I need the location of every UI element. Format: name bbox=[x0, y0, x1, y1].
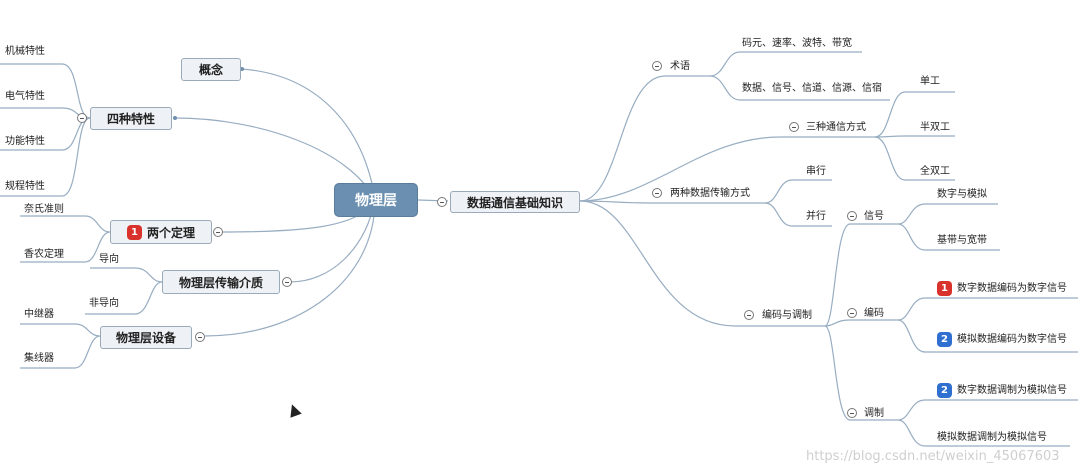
collapse-icon[interactable] bbox=[652, 188, 662, 198]
encode-analog-text: 模拟数据编码为数字信号 bbox=[957, 333, 1067, 345]
priority-one-icon: 1 bbox=[937, 281, 952, 296]
leaf-parallel[interactable]: 并行 bbox=[806, 211, 826, 222]
devices-label: 物理层设备 bbox=[115, 331, 176, 345]
leaf-electrical[interactable]: 电气特性 bbox=[5, 91, 45, 102]
collapse-icon[interactable] bbox=[195, 332, 205, 342]
concept-label: 概念 bbox=[198, 63, 223, 77]
collapse-icon[interactable] bbox=[437, 197, 447, 207]
collapse-icon[interactable] bbox=[213, 227, 223, 237]
collapse-icon[interactable] bbox=[652, 61, 662, 71]
terms-label[interactable]: 术语 bbox=[670, 61, 690, 72]
signal-label[interactable]: 信号 bbox=[864, 211, 884, 222]
root-label: 物理层 bbox=[355, 193, 397, 209]
connector-dot bbox=[173, 116, 177, 120]
data-comm-node[interactable]: 数据通信基础知识 bbox=[450, 191, 580, 213]
four-features-label: 四种特性 bbox=[106, 112, 155, 126]
transmission-label[interactable]: 两种数据传输方式 bbox=[670, 188, 750, 199]
leaf-mechanical[interactable]: 机械特性 bbox=[5, 46, 45, 57]
theorems-label: 两个定理 bbox=[146, 225, 195, 240]
collapse-icon[interactable] bbox=[744, 310, 754, 320]
leaf-terms-2[interactable]: 数据、信号、信道、信源、信宿 bbox=[742, 83, 882, 94]
modulate-digital-text: 数字数据调制为模拟信号 bbox=[957, 384, 1067, 396]
collapse-icon[interactable] bbox=[789, 122, 799, 132]
leaf-encode-analog[interactable]: 2 模拟数据编码为数字信号 bbox=[937, 332, 1067, 347]
comm-modes-label[interactable]: 三种通信方式 bbox=[806, 122, 866, 133]
leaf-encode-digital[interactable]: 1 数字数据编码为数字信号 bbox=[937, 281, 1067, 296]
media-label: 物理层传输介质 bbox=[178, 275, 263, 290]
collapse-icon[interactable] bbox=[847, 308, 857, 318]
leaf-half-duplex[interactable]: 半双工 bbox=[920, 122, 950, 133]
priority-one-icon: 1 bbox=[126, 224, 142, 240]
leaf-modulate-analog[interactable]: 模拟数据调制为模拟信号 bbox=[937, 432, 1047, 443]
leaf-nyquist[interactable]: 奈氏准则 bbox=[24, 204, 64, 215]
connector-dot bbox=[240, 67, 244, 71]
leaf-shannon[interactable]: 香农定理 bbox=[24, 249, 64, 260]
encode-digital-text: 数字数据编码为数字信号 bbox=[957, 282, 1067, 294]
leaf-simplex[interactable]: 单工 bbox=[920, 76, 940, 87]
collapse-icon[interactable] bbox=[282, 277, 292, 287]
leaf-procedural[interactable]: 规程特性 bbox=[5, 181, 45, 192]
encode-label[interactable]: 编码 bbox=[864, 308, 884, 319]
collapse-icon[interactable] bbox=[77, 113, 87, 123]
leaf-terms-1[interactable]: 码元、速率、波特、带宽 bbox=[742, 38, 852, 49]
leaf-full-duplex[interactable]: 全双工 bbox=[920, 166, 950, 177]
root-node[interactable]: 物理层 bbox=[334, 183, 418, 217]
leaf-hub[interactable]: 集线器 bbox=[24, 353, 54, 364]
media-node[interactable]: 物理层传输介质 bbox=[162, 270, 280, 294]
watermark: https://blog.csdn.net/weixin_45067603 bbox=[806, 449, 1060, 464]
priority-two-icon: 2 bbox=[937, 383, 952, 398]
leaf-functional[interactable]: 功能特性 bbox=[5, 136, 45, 147]
priority-two-icon: 2 bbox=[937, 332, 952, 347]
modulate-label[interactable]: 调制 bbox=[864, 408, 884, 419]
devices-node[interactable]: 物理层设备 bbox=[100, 326, 192, 349]
collapse-icon[interactable] bbox=[847, 408, 857, 418]
leaf-serial[interactable]: 串行 bbox=[806, 166, 826, 177]
collapse-icon[interactable] bbox=[847, 211, 857, 221]
data-comm-label: 数据通信基础知识 bbox=[466, 195, 563, 210]
leaf-repeater[interactable]: 中继器 bbox=[24, 309, 54, 320]
leaf-digital-analog[interactable]: 数字与模拟 bbox=[937, 189, 987, 200]
leaf-modulate-digital[interactable]: 2 数字数据调制为模拟信号 bbox=[937, 383, 1067, 398]
theorems-node[interactable]: 1 两个定理 bbox=[110, 220, 212, 244]
leaf-baseband-broadband[interactable]: 基带与宽带 bbox=[937, 235, 987, 246]
leaf-guided[interactable]: 导向 bbox=[99, 254, 119, 265]
four-features-node[interactable]: 四种特性 bbox=[90, 107, 172, 130]
concept-node[interactable]: 概念 bbox=[181, 58, 241, 81]
leaf-unguided[interactable]: 非导向 bbox=[89, 298, 119, 309]
coding-label[interactable]: 编码与调制 bbox=[762, 310, 812, 321]
